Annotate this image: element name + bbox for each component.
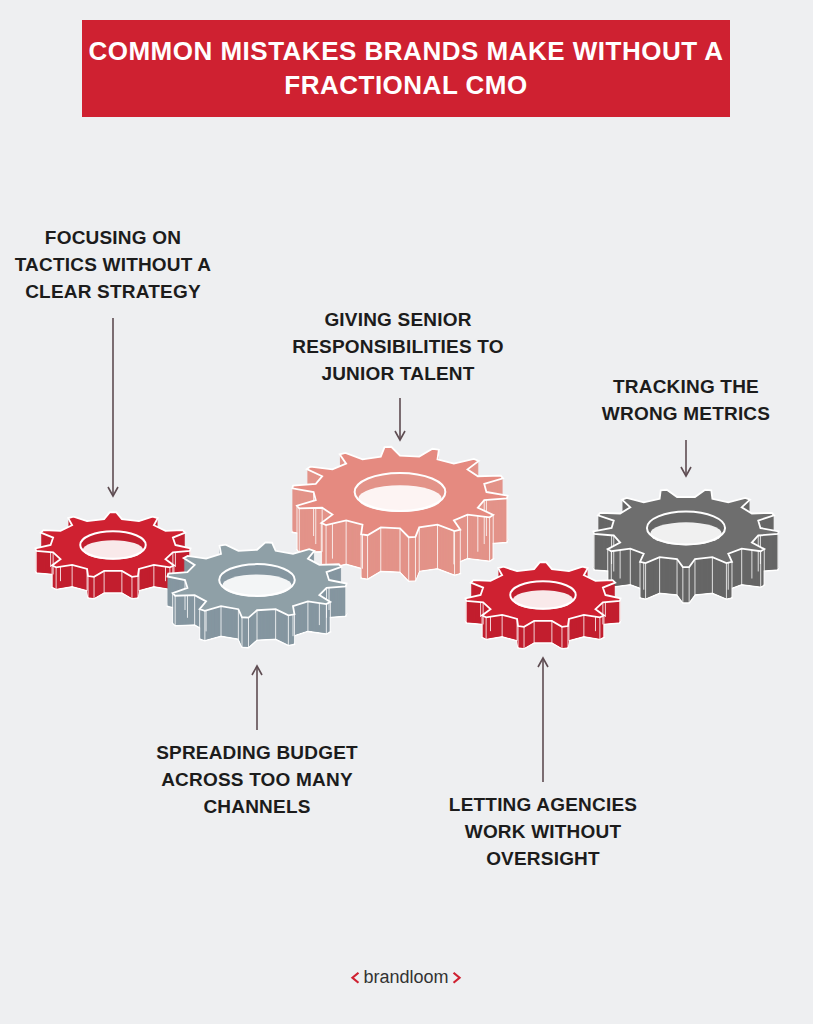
leader-arrow [399,398,401,440]
leader-arrow [112,318,114,496]
mistake-label: FOCUSING ON TACTICS WITHOUT A CLEAR STRA… [6,225,221,306]
logo-bracket [454,973,460,983]
mistake-label: TRACKING THE WRONG METRICS [586,374,786,428]
leader-arrow [256,666,258,730]
gear [593,490,778,603]
leader-arrow [685,440,687,476]
mistake-label: SPREADING BUDGET ACROSS TOO MANY CHANNEL… [140,740,375,821]
mistake-label: LETTING AGENCIES WORK WITHOUT OVERSIGHT [433,792,653,873]
gear [167,542,346,647]
gear [465,562,620,649]
leader-arrow [542,658,544,782]
gear [35,512,190,599]
gear [292,447,507,581]
logo-bracket [352,973,358,983]
title: COMMON MISTAKES BRANDS MAKE WITHOUT A FR… [82,35,730,103]
title-banner [82,20,730,117]
mistake-label: GIVING SENIOR RESPONSIBILITIES TO JUNIOR… [291,307,506,388]
brand-logo: brandloom [306,965,506,991]
